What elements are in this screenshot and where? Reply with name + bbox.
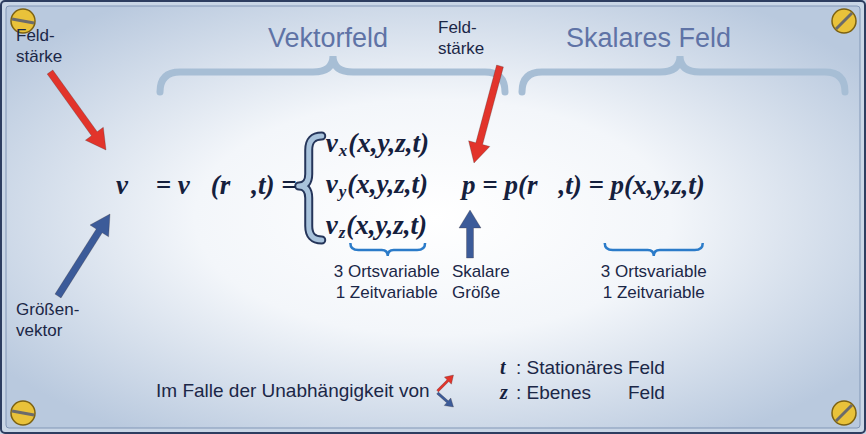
field-strength-label: stärke	[438, 39, 484, 59]
scalar-quantity-label: Größe	[452, 283, 500, 303]
variable-note: 1 Zeitvariable	[336, 283, 438, 303]
field-type-title: Vektorfeld	[268, 22, 388, 54]
component-index: y	[339, 183, 347, 200]
vector-formula: v⃗ = v⃗(r⃗,t) =	[116, 172, 297, 199]
pointer-arrow	[47, 70, 106, 150]
pointer-arrow	[459, 210, 481, 258]
field-strength-label: stärke	[16, 47, 62, 67]
quantity-vector-label: vektor	[16, 321, 62, 341]
small-brace	[605, 243, 703, 256]
field-kind: : Stationäres Feld	[516, 357, 665, 380]
screw	[11, 401, 35, 425]
variable-note: 3 Ortsvariable	[334, 262, 440, 282]
field-strength-label: Feld-	[438, 18, 477, 38]
variable-note: 3 Ortsvariable	[601, 262, 707, 282]
field-type-title: Skalares Feld	[566, 22, 731, 54]
pointer-arrow	[437, 375, 454, 392]
component-arguments: (x,y,z,t)	[347, 171, 428, 198]
variable-symbol: t	[500, 355, 506, 379]
small-brace	[350, 243, 425, 256]
scalar-formula: p = p(r⃗,t) = p(x,y,z,t)	[462, 172, 705, 199]
curly-brace	[522, 56, 845, 92]
component-symbol: v	[326, 171, 338, 198]
field-kind: Feld	[628, 382, 665, 405]
pointer-arrow	[55, 214, 110, 298]
condition-text: Im Falle der Unabhängigkeit von	[156, 380, 430, 403]
pointer-arrow	[437, 392, 454, 407]
variable-symbol: z	[500, 380, 508, 404]
component-arguments: (x,y,z,t)	[348, 130, 429, 157]
component-arguments: (x,y,z,t)	[346, 212, 427, 239]
curly-brace	[160, 56, 505, 92]
scalar-quantity-label: Skalare	[452, 262, 510, 282]
panel-ground	[6, 6, 860, 428]
field-strength-label: Feld-	[16, 26, 55, 46]
variable-note: 1 Zeitvariable	[603, 283, 705, 303]
component-symbol: v	[326, 130, 338, 157]
component-index: z	[339, 224, 346, 241]
field-kind: : Ebenes	[516, 382, 591, 405]
component-symbol: v	[326, 212, 338, 239]
arrows	[47, 65, 503, 407]
quantity-vector-label: Größen-	[16, 300, 79, 320]
curly-brace	[299, 136, 322, 240]
screw	[832, 9, 856, 33]
screw	[832, 401, 856, 425]
component-index: x	[339, 142, 348, 159]
pointer-arrow	[469, 65, 504, 163]
